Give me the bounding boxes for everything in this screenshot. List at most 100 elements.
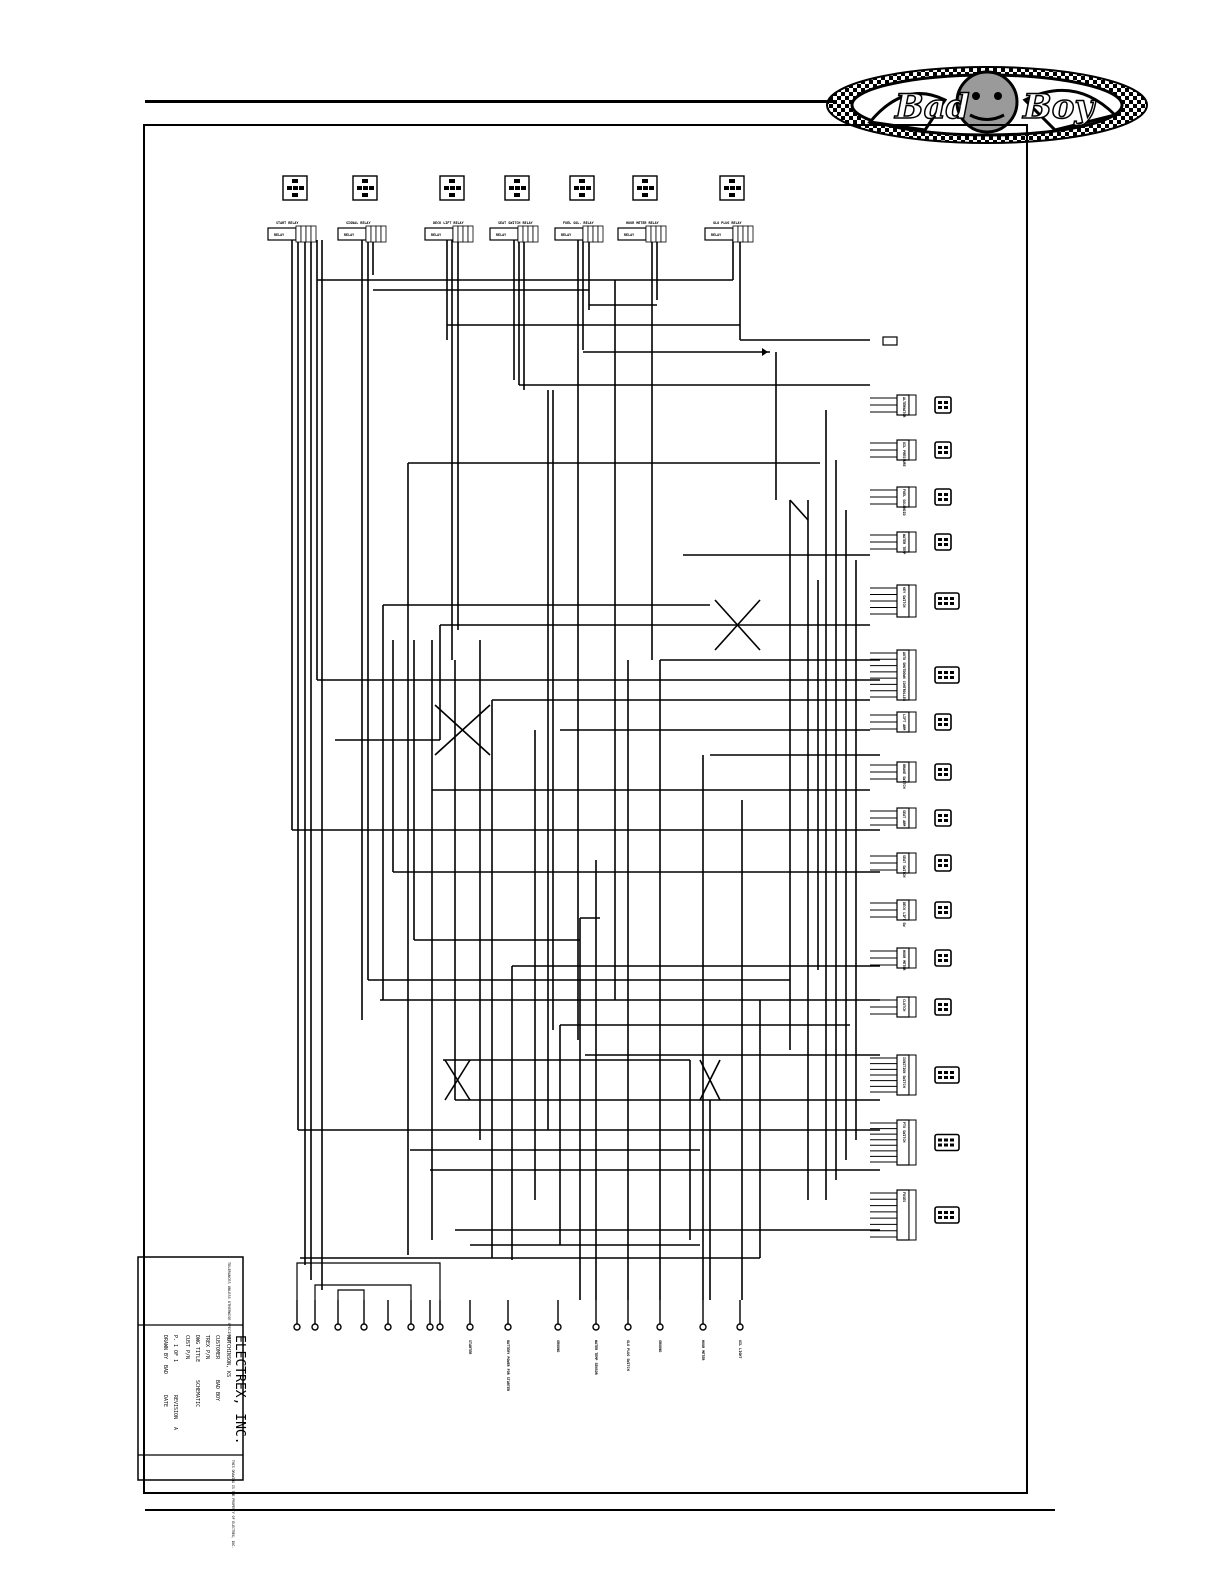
ring-terminal-icon (699, 1323, 707, 1331)
terminal-8: OIL LIGHT (736, 1300, 744, 1358)
company-location: HUTCHINSON, KS (225, 1335, 231, 1377)
relay-body-label: RELAY (624, 233, 635, 237)
connector-label: CLUTCH (902, 999, 906, 1011)
connector-label: OIL PRESSURE (902, 442, 906, 467)
ring-terminal-icon (407, 1323, 415, 1331)
svg-text:Boy: Boy (1022, 87, 1096, 127)
connector-label: LIFT ARM (902, 714, 906, 730)
tolerances-label: TOLERANCES UNLESS OTHERWISE SPECIFIED (227, 1262, 231, 1342)
drawn-by-value: BAD (162, 1365, 168, 1374)
connector-label: SEAT SWITCH (902, 855, 906, 877)
terminal-label: GROUND (556, 1340, 560, 1352)
connector-label: FUEL SOLENOID (902, 489, 906, 516)
terminal-4: WATER TEMP SENSOR (592, 1300, 600, 1376)
terminal-1: STARTER (466, 1300, 474, 1355)
relay-body-label: RELAY (431, 233, 442, 237)
connector-face-icon (934, 854, 952, 872)
svg-text:Bad: Bad (894, 87, 970, 127)
connector-label: BRAKE SWITCH (902, 764, 906, 789)
terminal-group: STARTER BATTERY POWER FOR STARTER GROUND WA… (293, 1262, 744, 1392)
connector-label: SEAT ARM (902, 810, 906, 826)
notes-label: THIS DRAWING IS THE PROPERTY OF ELECTREX… (231, 1460, 235, 1548)
connector-10: SEAT SWITCH (870, 852, 952, 877)
terminal-label: BATTERY POWER FOR STARTER (506, 1340, 510, 1392)
terminal-label: STARTER (468, 1340, 472, 1355)
relay-body-label: RELAY (561, 233, 572, 237)
connector-face-icon (934, 441, 952, 459)
relay-label: DECK LIFT RELAY (433, 221, 465, 225)
customer-label: CUSTOMER (214, 1335, 220, 1360)
title-block: ELECTREX, INC. HUTCHINSON, KS CUSTOMER B… (137, 1256, 247, 1548)
cust-pn-label: CUST P/N (184, 1335, 190, 1359)
bad-boy-logo: Bad Boy (826, 66, 1148, 144)
dwg-title-value: SCHEMATIC (194, 1380, 200, 1407)
ring-terminal-icon (736, 1323, 744, 1331)
relay-4: SEAT SWITCH RELAY RELAY (489, 175, 539, 243)
connector-face-icon (934, 763, 952, 781)
connector-face-icon (934, 901, 952, 919)
customer-value: BAD BOY (214, 1380, 220, 1401)
ring-terminal-icon (466, 1323, 474, 1331)
ring-terminal-icon (656, 1323, 664, 1331)
connector-face-icon (934, 592, 960, 610)
relay-5: FUEL SOL. RELAY RELAY (554, 175, 604, 243)
connector-label: FUSES (902, 1192, 906, 1202)
connector-12: HOUR METER (870, 947, 952, 971)
connector-16: FUSES (870, 1189, 960, 1241)
revision-value: A (172, 1427, 178, 1430)
connector-face-icon (934, 1066, 960, 1084)
connector-14: IGNITION SWITCH (870, 1054, 960, 1096)
part-number-label: TREX P/N (204, 1335, 210, 1359)
relay-label: FUEL SOL. RELAY (563, 221, 595, 225)
connector-8: BRAKE SWITCH (870, 761, 952, 789)
connector-label: WATER TEMP (902, 534, 906, 554)
ring-terminal-icon (360, 1323, 368, 1331)
relay-body-label: RELAY (711, 233, 722, 237)
revision-label: REVISION (172, 1395, 178, 1419)
inline-connector-icon (882, 336, 898, 346)
connector-label: ALTERNATOR (902, 397, 906, 418)
ring-terminal-icon (311, 1323, 319, 1331)
connector-6: AUTO SHUTDOWN CONTROLLER (870, 649, 960, 702)
ring-terminal-icon (592, 1323, 600, 1331)
connector-label: AUTO SHUTDOWN CONTROLLER (902, 652, 906, 702)
connector-face-icon (934, 396, 952, 414)
relay-label: SIGNAL RELAY (346, 221, 371, 225)
company-name: ELECTREX, INC. (232, 1335, 247, 1445)
connector-3: FUEL SOLENOID (870, 486, 952, 516)
terminal-label: OIL LIGHT (738, 1340, 742, 1358)
relay-body-label: RELAY (496, 233, 507, 237)
connector-4: WATER TEMP (870, 531, 952, 554)
terminal-3: GROUND (554, 1300, 562, 1352)
connector-11: DECK LIFT SW (870, 899, 952, 927)
connector-face-icon (934, 998, 952, 1016)
connector-label: HOUR METER (902, 950, 906, 971)
connector-5: KEY SWITCH (870, 584, 960, 618)
header-rule (145, 100, 835, 103)
relay-label: SEAT SWITCH RELAY (498, 221, 534, 225)
ring-terminal-icon (426, 1323, 434, 1331)
connector-15: PTO SWITCH (870, 1119, 960, 1166)
connector-group: ALTERNATOR OIL PRESSURE FUEL SOLENOID WATER… (870, 394, 960, 1241)
connector-label: IGNITION SWITCH (902, 1057, 906, 1088)
connector-face-icon (934, 1133, 960, 1152)
terminal-label: HOUR METER (701, 1340, 705, 1361)
connector-label: PTO SWITCH (902, 1122, 906, 1142)
terminal-label: GROUND (658, 1340, 662, 1352)
ring-terminal-icon (293, 1323, 301, 1331)
wire-group (291, 240, 898, 1300)
connector-face-icon (934, 809, 952, 827)
ring-terminal-icon (436, 1323, 444, 1331)
ring-terminal-icon (624, 1323, 632, 1331)
relay-label: GLO PLUG RELAY (713, 221, 743, 225)
connector-face-icon (934, 713, 952, 731)
sheet-label: P. 1 OF 1 (172, 1335, 178, 1362)
ring-terminal-icon (504, 1323, 512, 1331)
connector-face-icon (934, 533, 952, 551)
terminal-label: GLO PLUG SWITCH (626, 1340, 630, 1371)
connector-label: DECK LIFT SW (902, 902, 906, 927)
